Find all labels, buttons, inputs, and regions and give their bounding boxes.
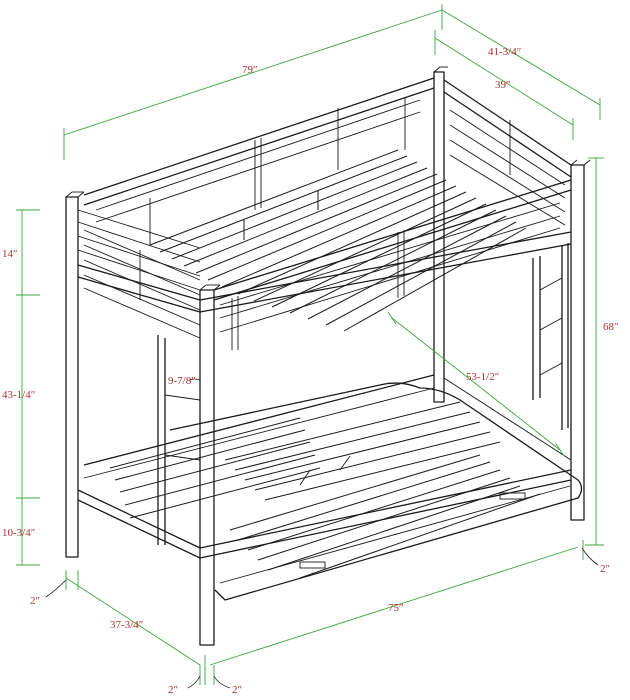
label-trundle-depth: 53-1/2″	[466, 371, 499, 383]
label-overall-length: 79″	[242, 64, 258, 76]
label-bunk-clearance: 43-1/4″	[2, 389, 35, 401]
label-post-width-bottom-left: 2″	[168, 684, 178, 696]
label-overall-height: 68″	[603, 321, 619, 333]
label-post-width-right: 2″	[600, 563, 610, 575]
post-back-left	[433, 66, 448, 403]
dim-line-length	[63, 9, 443, 136]
post-front-left	[65, 191, 85, 558]
trundle	[109, 382, 583, 601]
upper-left-guard	[83, 229, 201, 339]
dimension-lines	[16, 4, 604, 685]
post-back-right	[570, 159, 591, 521]
label-ladder-gap: 9-7/8″	[168, 375, 196, 387]
bed-frame	[65, 66, 591, 646]
label-trundle-length: 75″	[388, 602, 404, 614]
dim-line-depth-outer	[441, 9, 601, 106]
dimension-labels: 79″ 41-3/4″ 39″ 68″ 14″ 43-1/4″ 10-3/4″ …	[2, 46, 619, 696]
upper-bunk-slats	[149, 149, 527, 332]
lower-bunk-frame	[77, 374, 572, 559]
label-bed-depth-bottom: 37-3/4″	[110, 619, 143, 631]
upper-back-guard	[83, 77, 435, 245]
upper-front-guard	[213, 179, 572, 350]
label-inner-depth: 39″	[495, 79, 511, 91]
dim-line-trundle-depth	[391, 317, 561, 451]
label-overall-depth: 41-3/4″	[488, 46, 521, 58]
post-front-right	[199, 284, 221, 646]
label-post-width-bottom-right: 2″	[232, 684, 242, 696]
upper-front-rail	[77, 209, 572, 313]
dim-line-depth-inner	[434, 37, 574, 126]
upper-right-guard	[443, 79, 572, 226]
ladder	[532, 243, 569, 430]
dim-line-bed-depth	[65, 577, 201, 666]
leader-lines	[45, 378, 599, 689]
dim-line-trundle-length	[209, 546, 579, 666]
label-post-width-front: 2″	[30, 595, 40, 607]
label-bottom-clearance: 10-3/4″	[2, 527, 35, 539]
label-top-rail-height: 14″	[2, 248, 18, 260]
